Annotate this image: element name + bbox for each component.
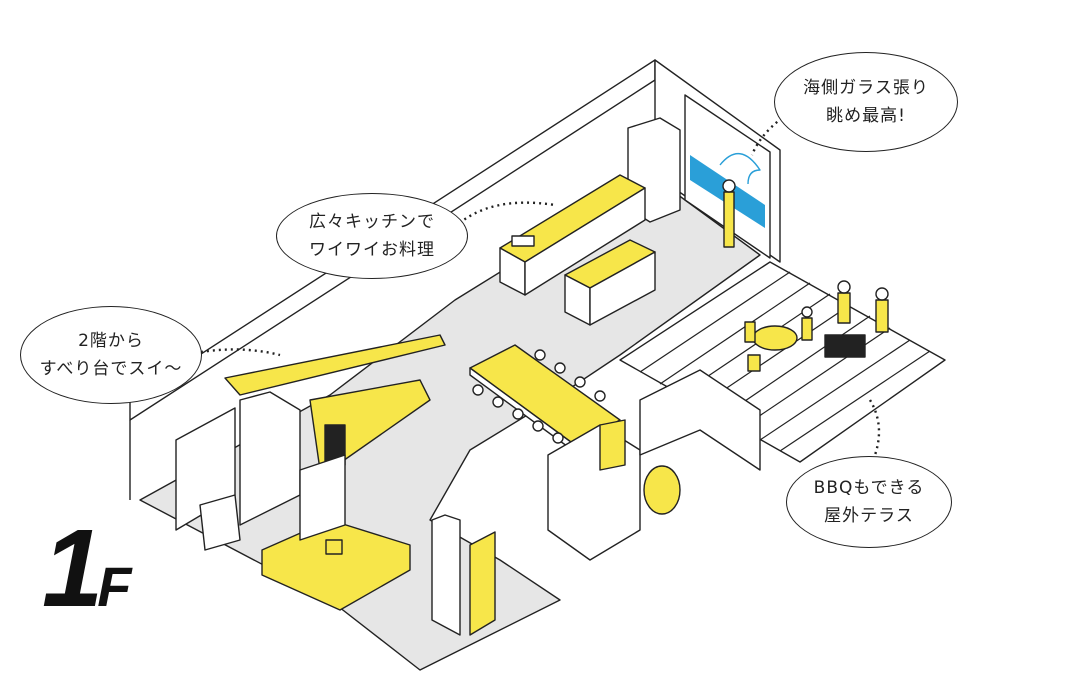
callout-bbq-terrace: BBQもできる 屋外テラス bbox=[786, 456, 952, 548]
callout-kitchen: 広々キッチンで ワイワイお料理 bbox=[276, 193, 468, 279]
callout-line: すべり台でスイ〜 bbox=[39, 359, 183, 379]
callout-slide: 2階から すべり台でスイ〜 bbox=[20, 306, 202, 404]
toilet-room bbox=[547, 369, 761, 561]
callout-line: 屋外テラス bbox=[824, 506, 914, 526]
callout-leaders bbox=[194, 117, 881, 456]
bathroom bbox=[175, 391, 411, 611]
entrance-door bbox=[431, 514, 496, 636]
dining-chairs bbox=[472, 349, 606, 444]
bbq-set bbox=[744, 280, 889, 372]
floor-letter: F bbox=[97, 555, 132, 618]
callout-line: 海側ガラス張り bbox=[803, 78, 929, 98]
kitchen-counter bbox=[499, 174, 646, 296]
person-figure bbox=[722, 179, 736, 248]
floor-number: 1 bbox=[42, 507, 103, 630]
slide bbox=[224, 334, 446, 471]
callout-line: 2階から bbox=[78, 331, 144, 351]
dining-table bbox=[469, 344, 621, 453]
callout-line: BBQもできる bbox=[813, 478, 925, 498]
callout-line: 眺め最高! bbox=[826, 106, 906, 126]
callout-line: 広々キッチンで bbox=[309, 212, 435, 232]
floor-label: 1F bbox=[42, 505, 131, 632]
callout-line: ワイワイお料理 bbox=[309, 240, 435, 260]
callout-sea-view: 海側ガラス張り 眺め最高! bbox=[774, 52, 958, 152]
kitchen-island bbox=[564, 239, 656, 326]
